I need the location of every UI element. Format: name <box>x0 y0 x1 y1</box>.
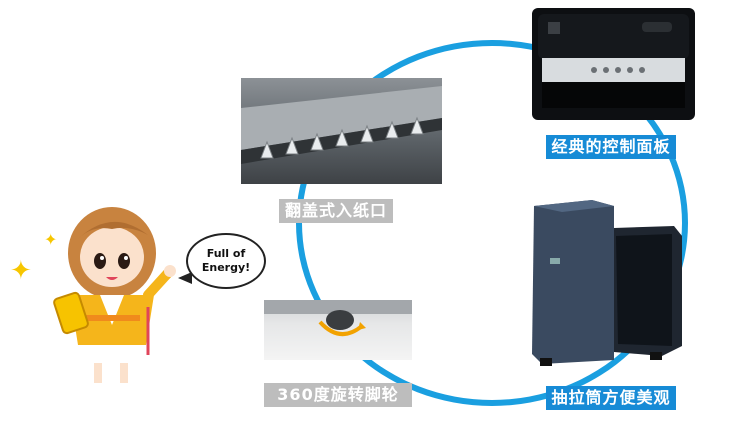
feed-slot-label: 翻盖式入纸口 <box>279 199 393 223</box>
sparkle-icon-small: ✦ <box>44 230 58 249</box>
caster-wheel-label: 360度旋转脚轮 <box>264 383 412 407</box>
control-panel-photo <box>532 8 695 120</box>
speech-line-2: Energy! <box>201 261 251 274</box>
caster-wheel-photo <box>264 300 412 360</box>
speech-bubble: Full of Energy! <box>186 233 266 289</box>
pullout-bin-photo <box>522 196 688 368</box>
control-panel-label: 经典的控制面板 <box>546 135 676 159</box>
mascot-girl-illustration <box>53 207 176 383</box>
speech-line-1: Full of <box>206 247 246 260</box>
control-panel-image <box>538 14 689 108</box>
feed-slot-image <box>241 86 442 164</box>
sparkle-icon: ✦ <box>10 256 32 286</box>
blue-circle-connector <box>296 40 688 406</box>
feed-slot-photo <box>241 78 442 184</box>
pullout-bin-label: 抽拉筒方便美观 <box>546 386 676 410</box>
speech-bubble-tail <box>178 272 192 284</box>
caster-wheel-image <box>264 300 412 336</box>
pullout-bin-image <box>532 200 682 366</box>
